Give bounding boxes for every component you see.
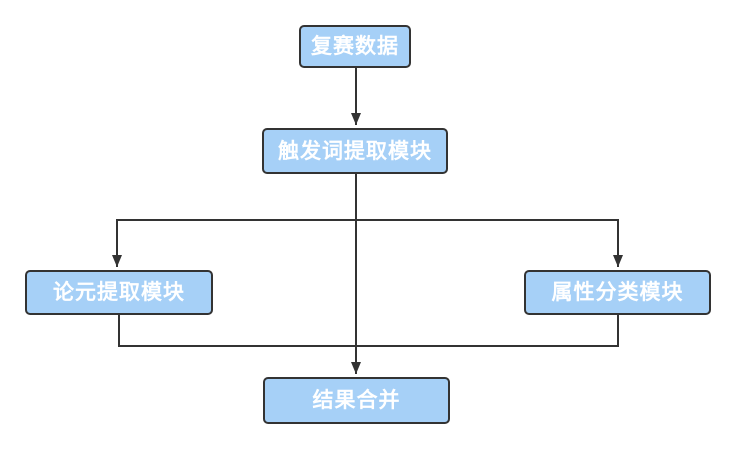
connector-trigger-fork-to-attribute [356,219,623,267]
flow-node-rematch-data: 复赛数据 [299,25,411,68]
connector-side-modules-merge-rail [118,315,619,347]
flow-node-argument-extraction: 论元提取模块 [25,270,213,315]
flow-node-trigger-extraction: 触发词提取模块 [262,128,448,174]
flow-node-label: 论元提取模块 [53,280,185,304]
flow-node-attribute-classify: 属性分类模块 [524,270,711,315]
flow-node-result-merge: 结果合并 [263,377,450,424]
edge-group [112,68,623,374]
connector-trigger-fork-to-argument [112,219,356,267]
flow-node-label: 复赛数据 [311,34,399,58]
flow-node-label: 触发词提取模块 [278,138,432,163]
flow-node-label: 结果合并 [312,388,401,412]
flow-node-label: 属性分类模块 [551,280,684,304]
